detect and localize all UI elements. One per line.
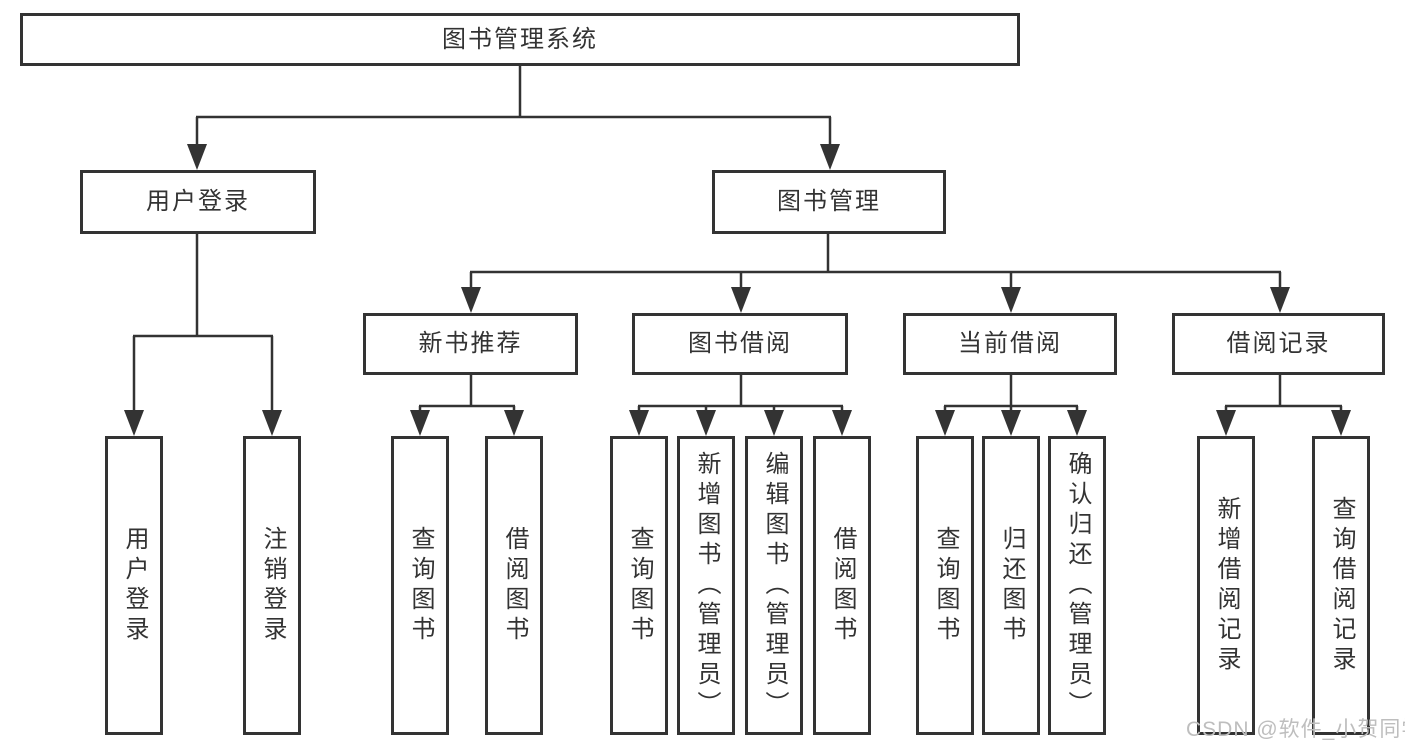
leaf-borrow-query-books: 查询图书 — [610, 436, 668, 735]
node-root: 图书管理系统 — [20, 13, 1020, 66]
leaf-records-query-record-label: 查询借阅记录 — [1328, 495, 1355, 676]
node-current-borrow-label: 当前借阅 — [958, 330, 1062, 357]
node-book-borrow-label: 图书借阅 — [688, 330, 792, 357]
leaf-user-login-label: 用户登录 — [121, 525, 148, 646]
leaf-recommend-borrow-books: 借阅图书 — [485, 436, 543, 735]
leaf-borrow-edit-books-admin-label: 编辑图书（管理员） — [761, 450, 788, 721]
node-borrow-records: 借阅记录 — [1172, 313, 1385, 375]
node-new-book-recommend: 新书推荐 — [363, 313, 578, 375]
leaf-recommend-borrow-books-label: 借阅图书 — [501, 525, 528, 646]
node-user-login-label: 用户登录 — [146, 188, 250, 215]
node-current-borrow: 当前借阅 — [903, 313, 1117, 375]
leaf-borrow-query-books-label: 查询图书 — [626, 525, 653, 646]
node-new-book-recommend-label: 新书推荐 — [418, 330, 523, 357]
leaf-current-confirm-return-admin: 确认归还（管理员） — [1048, 436, 1106, 735]
node-user-login: 用户登录 — [80, 170, 316, 234]
leaf-records-query-record: 查询借阅记录 — [1312, 436, 1370, 735]
leaf-borrow-add-books-admin: 新增图书（管理员） — [677, 436, 735, 735]
leaf-logout-label: 注销登录 — [259, 525, 286, 646]
leaf-current-return-books: 归还图书 — [982, 436, 1040, 735]
node-book-borrow: 图书借阅 — [632, 313, 848, 375]
watermark-text: CSDN @软件_小贺同学 — [1186, 718, 1405, 741]
leaf-borrow-edit-books-admin: 编辑图书（管理员） — [745, 436, 803, 735]
node-book-management-label: 图书管理 — [777, 188, 881, 215]
leaf-borrow-add-books-admin-label: 新增图书（管理员） — [693, 450, 720, 721]
leaf-records-add-record-label: 新增借阅记录 — [1213, 495, 1240, 676]
leaf-logout: 注销登录 — [243, 436, 301, 735]
leaf-recommend-query-books: 查询图书 — [391, 436, 449, 735]
leaf-current-return-books-label: 归还图书 — [998, 525, 1025, 646]
leaf-recommend-query-books-label: 查询图书 — [407, 525, 434, 646]
leaf-current-query-books-label: 查询图书 — [932, 525, 959, 646]
node-root-label: 图书管理系统 — [442, 25, 598, 53]
node-borrow-records-label: 借阅记录 — [1226, 330, 1331, 357]
leaf-borrow-borrow-books-label: 借阅图书 — [829, 525, 856, 646]
leaf-current-confirm-return-admin-label: 确认归还（管理员） — [1064, 450, 1091, 721]
node-book-management: 图书管理 — [712, 170, 946, 234]
leaf-records-add-record: 新增借阅记录 — [1197, 436, 1255, 735]
leaf-user-login: 用户登录 — [105, 436, 163, 735]
leaf-current-query-books: 查询图书 — [916, 436, 974, 735]
leaf-borrow-borrow-books: 借阅图书 — [813, 436, 871, 735]
